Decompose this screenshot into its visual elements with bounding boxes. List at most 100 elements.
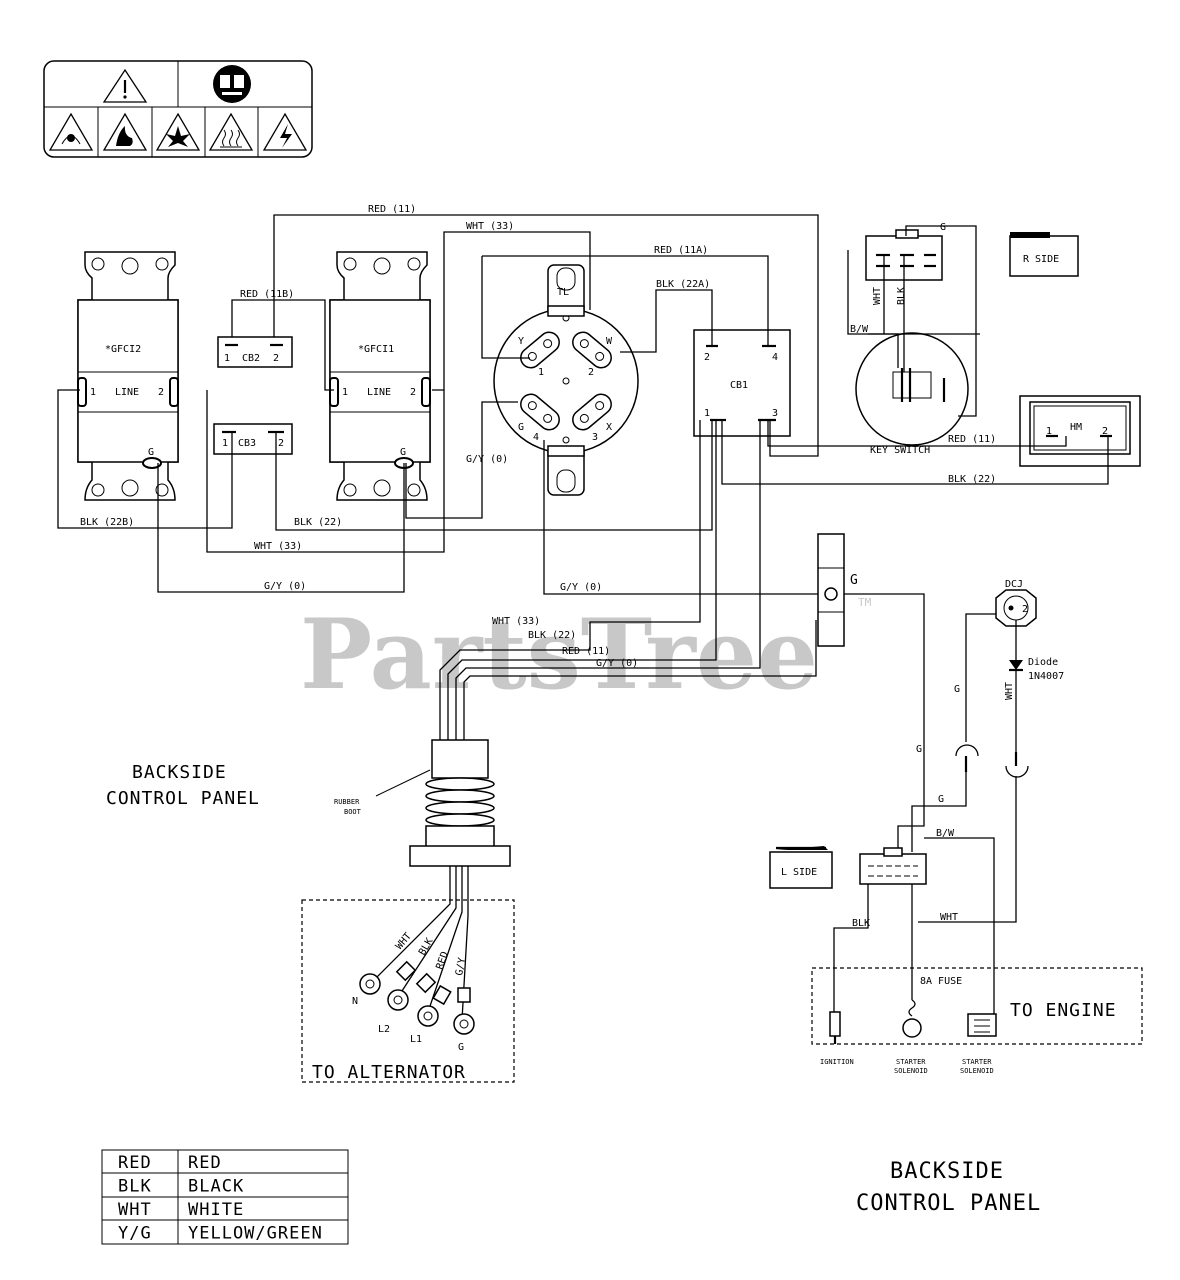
svg-text:IGNITION: IGNITION	[820, 1058, 854, 1066]
l-side-tag: L SIDE	[769, 846, 833, 889]
svg-text:STARTER: STARTER	[896, 1058, 926, 1066]
hour-meter-label: HM	[1070, 422, 1082, 433]
svg-text:4: 4	[533, 432, 539, 443]
svg-text:STARTER: STARTER	[962, 1058, 992, 1066]
svg-text:WHT: WHT	[394, 931, 414, 952]
svg-text:2: 2	[273, 353, 279, 364]
svg-text:SOLENOID: SOLENOID	[894, 1067, 928, 1075]
gfci2-label: *GFCI2	[105, 344, 141, 355]
legend-color-0: RED	[188, 1153, 222, 1173]
svg-text:2: 2	[1102, 426, 1108, 437]
wire-bw-key: B/W	[850, 324, 869, 335]
diode-label: Diode	[1028, 657, 1058, 668]
svg-text:2: 2	[588, 367, 594, 378]
wire-blk-22-harness: BLK (22)	[528, 630, 576, 641]
wire-red-11-hm: RED (11)	[948, 434, 996, 445]
legend-code-2: WHT	[118, 1200, 152, 1220]
to-engine-box: TO ENGINE 8A FUSE IGNITION STARTER SOLEN…	[811, 967, 1143, 1075]
legend-code-1: BLK	[118, 1177, 152, 1197]
safety-label	[43, 60, 313, 158]
svg-text:L2: L2	[378, 1024, 390, 1035]
svg-text:DCJ: DCJ	[1005, 579, 1023, 590]
wire-gy-0-bottom: G/Y (0)	[264, 581, 306, 592]
rubber-label: RUBBER	[334, 798, 360, 806]
gfci1-terminal-2: 2	[410, 387, 416, 398]
legend-color-1: BLACK	[188, 1177, 244, 1197]
key-switch-label: KEY SWITCH	[870, 445, 930, 456]
shock-icon	[262, 112, 308, 151]
svg-text:RED: RED	[434, 950, 451, 971]
wire-gy-0-harness: G/Y (0)	[596, 658, 638, 669]
svg-text:1: 1	[1046, 426, 1052, 437]
gfci2-terminal-g: G	[148, 447, 154, 458]
svg-text:1: 1	[704, 408, 710, 419]
gfci1-label: *GFCI1	[358, 344, 394, 355]
backside-title-right-1: BACKSIDE	[890, 1159, 1004, 1184]
wire-red-11-top: RED (11)	[368, 204, 416, 215]
svg-text:SOLENOID: SOLENOID	[960, 1067, 994, 1075]
ground-g-label: G	[850, 573, 858, 588]
boot-label: BOOT	[344, 808, 362, 816]
svg-text:1: 1	[538, 367, 544, 378]
legend-color-3: YELLOW/GREEN	[188, 1224, 323, 1244]
ground-bar: G	[817, 533, 858, 647]
gfci2-receptacle: *GFCI2 LINE 1 2 G	[77, 251, 179, 501]
cb3-label: CB3	[238, 438, 256, 449]
wire-red-11-harness: RED (11)	[562, 646, 610, 657]
svg-text:N: N	[352, 996, 358, 1007]
fuse-label: 8A FUSE	[920, 976, 962, 987]
wire-blk-key: BLK	[896, 287, 907, 305]
watermark: PartsTree	[300, 598, 818, 711]
svg-text:W: W	[606, 336, 613, 347]
svg-text:Y: Y	[518, 336, 524, 347]
legend-color-2: WHITE	[188, 1200, 244, 1220]
svg-text:G: G	[916, 744, 922, 755]
cb2-label: CB2	[242, 353, 260, 364]
cb1-label: CB1	[730, 380, 748, 391]
wire-blk-22b: BLK (22B)	[80, 517, 134, 528]
wire-wht-key: WHT	[872, 287, 883, 305]
svg-text:WHT: WHT	[940, 912, 958, 923]
gfci2-line-label: LINE	[115, 387, 139, 398]
gfci2-terminal-1: 1	[90, 387, 96, 398]
svg-text:4: 4	[772, 352, 778, 363]
diode-part-label: 1N4007	[1028, 671, 1064, 682]
to-alternator-box: TO ALTERNATOR WHT BLK RED G/Y N L2 L1 G	[301, 899, 515, 1083]
wire-blk-22-hm: BLK (22)	[948, 474, 996, 485]
svg-text:L1: L1	[410, 1034, 422, 1045]
r-side-tag: R SIDE	[1009, 232, 1079, 277]
svg-text:3: 3	[772, 408, 778, 419]
engine-connector: B/W BLK WHT	[833, 828, 995, 1020]
svg-text:2: 2	[704, 352, 710, 363]
wire-red-11b: RED (11B)	[240, 289, 294, 300]
rubber-boot: RUBBER BOOT	[334, 739, 511, 1021]
toxic-fumes-icon	[48, 112, 94, 151]
wire-wht-33-top: WHT (33)	[466, 221, 514, 232]
gfci1-terminal-1: 1	[342, 387, 348, 398]
svg-text:BLK: BLK	[852, 918, 870, 929]
legend-code-0: RED	[118, 1153, 152, 1173]
wire-gy-0-ground: G/Y (0)	[560, 582, 602, 593]
gfci1-receptacle: *GFCI1 LINE 1 2 G	[329, 251, 431, 501]
cb2-breaker: 1 CB2 2	[217, 336, 293, 368]
wire-wht-33-mid: WHT (33)	[254, 541, 302, 552]
wire-blk-22: BLK (22)	[294, 517, 342, 528]
svg-text:R SIDE: R SIDE	[1023, 254, 1059, 265]
twistlock-label: TL	[557, 287, 569, 298]
key-switch: KEY SWITCH	[855, 229, 969, 456]
svg-text:G: G	[458, 1042, 464, 1053]
svg-text:WHT: WHT	[1004, 682, 1015, 700]
manual-icon	[213, 65, 251, 103]
svg-text:2: 2	[1022, 604, 1028, 615]
to-alternator-label: TO ALTERNATOR	[312, 1062, 466, 1083]
svg-text:3: 3	[592, 432, 598, 443]
hour-meter: 1 2 HM	[1019, 395, 1141, 467]
wire-red-11a: RED (11A)	[654, 245, 708, 256]
svg-text:1: 1	[222, 438, 228, 449]
watermark-tm: TM	[858, 596, 872, 609]
svg-text:G/Y: G/Y	[454, 957, 468, 977]
dcj-receptacle: DCJ 2 Diode 1N4007 WHT G G G	[911, 579, 1064, 923]
hot-surface-icon	[208, 112, 254, 151]
